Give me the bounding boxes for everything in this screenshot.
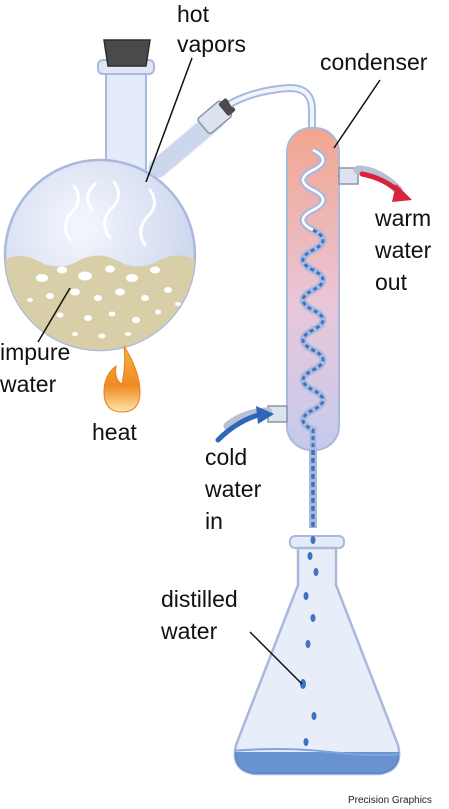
hot-vapor-wisps xyxy=(64,180,156,247)
label-distilled-water: distilled water xyxy=(160,586,244,644)
label-impure-water-line-1: impure xyxy=(0,339,70,365)
label-warm-water-out-line-3: out xyxy=(375,269,408,295)
burner-flame xyxy=(103,345,141,413)
label-cold-water-in: cold water in xyxy=(204,444,268,534)
side-arm-connector xyxy=(197,98,236,135)
boiling-flask xyxy=(3,39,236,352)
label-hot-vapors-line-1: hot xyxy=(177,1,210,27)
condenser-leader xyxy=(333,79,381,149)
collection-flask xyxy=(233,535,401,776)
flask-stopper xyxy=(103,39,151,67)
warm-water-arrow xyxy=(359,171,412,202)
impure-water-liquid xyxy=(5,255,195,350)
label-heat: heat xyxy=(92,419,137,445)
label-distilled-water-line-1: distilled xyxy=(161,586,238,612)
distilled-water-leader xyxy=(249,631,303,685)
label-cold-water-in-line-2: water xyxy=(204,476,262,502)
collection-flask-lip xyxy=(289,535,345,549)
leader-lines xyxy=(37,57,381,685)
label-warm-water-out: warm water out xyxy=(374,205,438,295)
warm-water-outlet-tube xyxy=(338,167,359,185)
condensing-water-in-coil xyxy=(301,228,325,450)
hot-vapors-leader xyxy=(145,57,193,183)
collection-flask-body xyxy=(233,546,401,776)
distilled-water-liquid xyxy=(234,752,400,774)
label-condenser: condenser xyxy=(320,49,428,75)
credit-text: Precision Graphics xyxy=(348,795,432,806)
boiling-flask-neck xyxy=(105,61,147,175)
cold-water-arrow xyxy=(215,406,274,443)
label-hot-vapors: hot vapors xyxy=(177,1,246,57)
label-cold-water-in-line-3: in xyxy=(205,508,223,534)
label-impure-water-line-2: water xyxy=(0,371,57,397)
distilled-water-drops xyxy=(300,536,319,746)
label-warm-water-out-line-2: water xyxy=(374,237,432,263)
label-impure-water: impure water xyxy=(0,339,77,397)
boiling-bubbles xyxy=(27,265,181,339)
label-distilled-water-line-2: water xyxy=(160,618,218,644)
impure-water-leader xyxy=(37,287,71,343)
label-warm-water-out-line-1: warm xyxy=(374,205,431,231)
label-cold-water-in-line-1: cold xyxy=(205,444,247,470)
label-hot-vapors-line-2: vapors xyxy=(177,31,246,57)
